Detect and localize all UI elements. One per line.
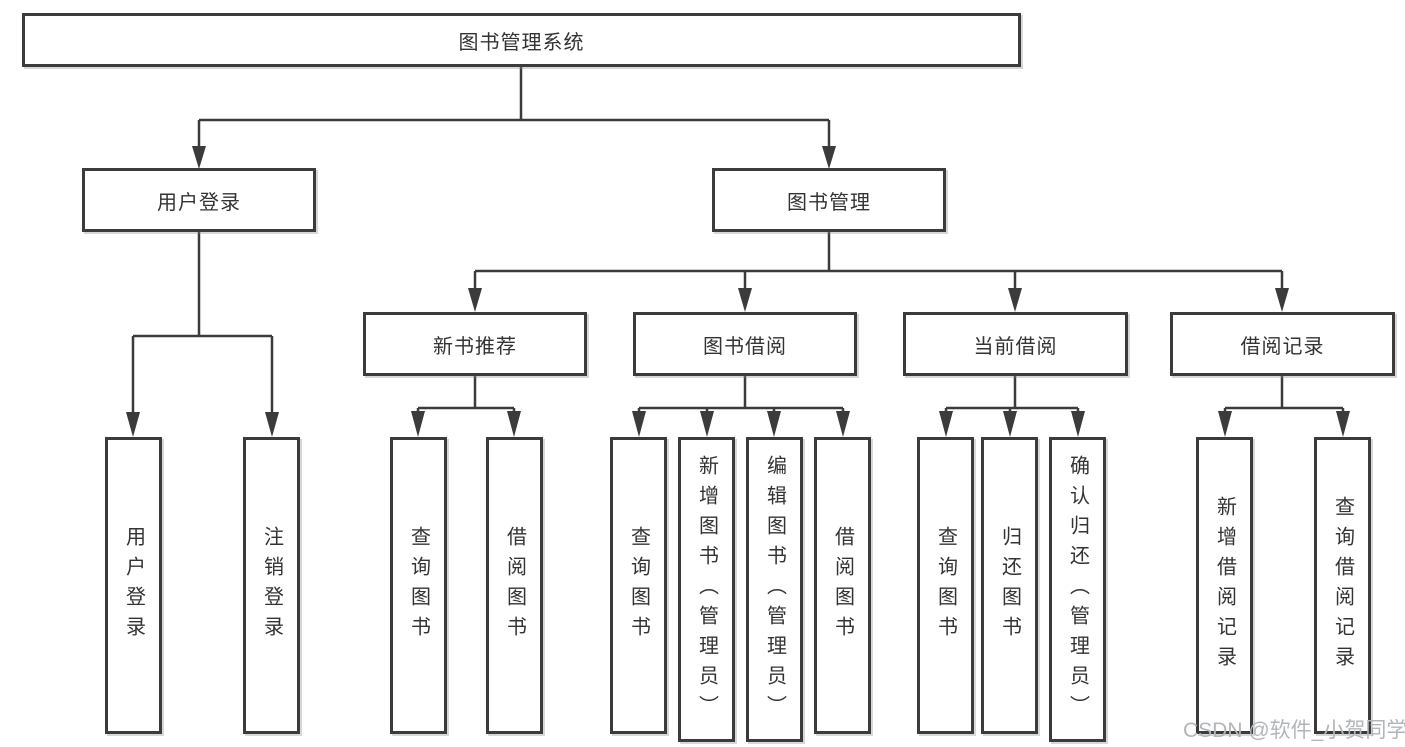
node-borrowing-records: 借阅记录 (1170, 312, 1395, 376)
node-borrow-add-books-admin: 新增图书（管理员） (678, 437, 735, 742)
node-current-borrowing: 当前借阅 (903, 312, 1128, 376)
node-rec-borrow-books: 借阅图书 (486, 437, 543, 734)
node-current-confirm-return-admin: 确认归还（管理员） (1049, 437, 1106, 742)
node-new-book-recommend: 新书推荐 (363, 312, 587, 376)
node-book-borrowing: 图书借阅 (633, 312, 857, 376)
node-current-query-books: 查询图书 (917, 437, 974, 734)
arrowheads (126, 146, 1350, 437)
node-borrow-edit-books-admin: 编辑图书（管理员） (746, 437, 803, 742)
node-records-add-record: 新增借阅记录 (1196, 437, 1253, 734)
watermark: CSDN @软件_小贺同学 (1183, 719, 1405, 742)
node-user-login: 用户登录 (82, 168, 316, 232)
node-user-login-leaf: 用户登录 (105, 437, 162, 734)
node-borrow-query-books: 查询图书 (610, 437, 667, 734)
node-borrow-borrow-books: 借阅图书 (814, 437, 871, 734)
node-book-management: 图书管理 (712, 168, 946, 232)
node-records-query-record: 查询借阅记录 (1314, 437, 1371, 734)
node-library-management-system: 图书管理系统 (22, 13, 1021, 67)
node-rec-query-books: 查询图书 (390, 437, 447, 734)
node-logout-leaf: 注销登录 (243, 437, 300, 734)
node-current-return-books: 归还图书 (981, 437, 1038, 734)
